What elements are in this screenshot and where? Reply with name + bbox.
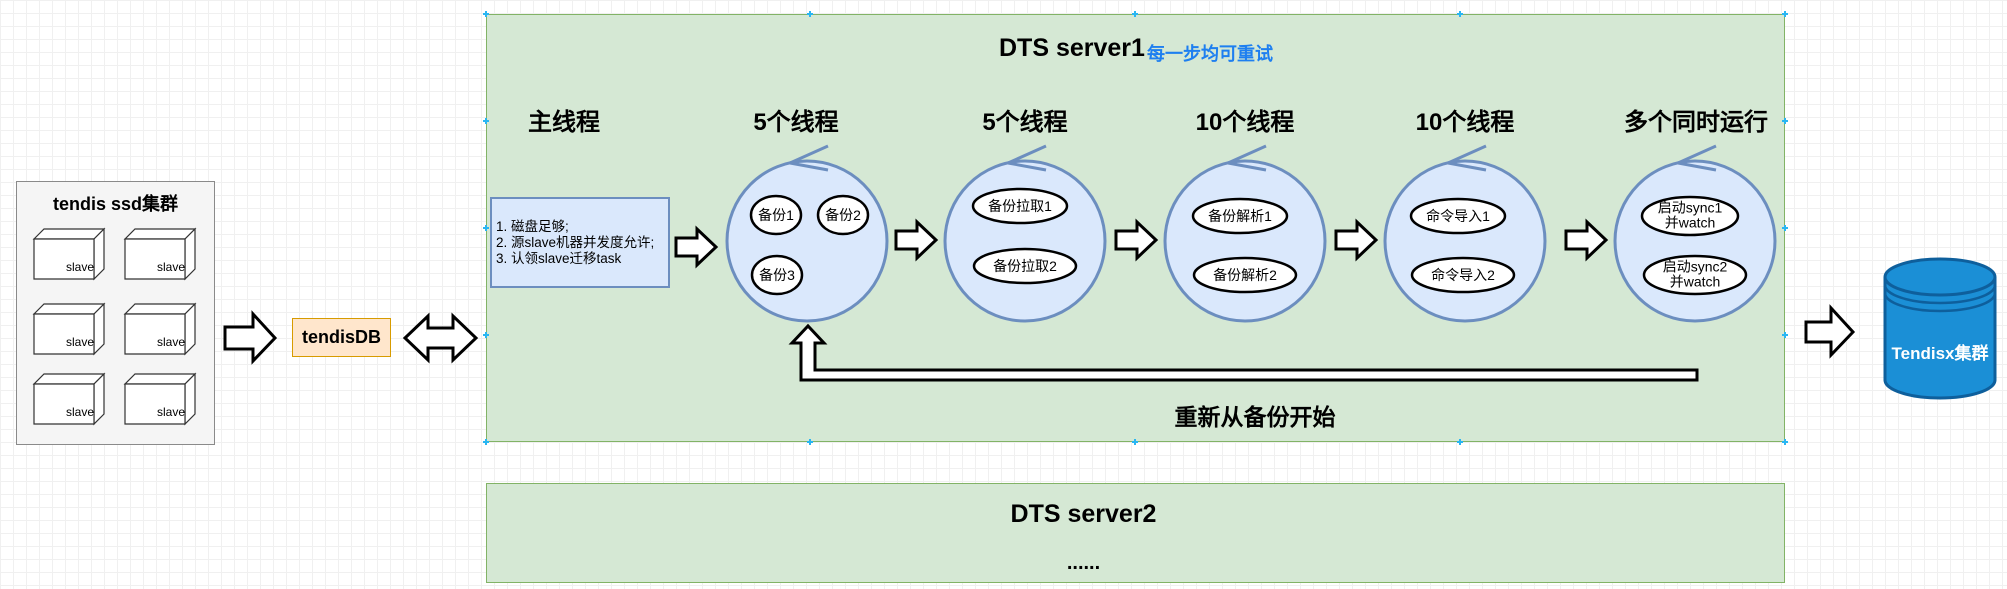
arrow-backup-to-pull [894, 218, 939, 262]
tendisdb-box: tendisDB [292, 318, 391, 357]
main-thread-step: 1. 磁盘足够; [496, 219, 569, 234]
svg-text:备份拉取1: 备份拉取1 [988, 198, 1052, 214]
selection-handle[interactable] [1782, 332, 1788, 338]
svg-text:备份2: 备份2 [825, 207, 861, 223]
main-thread-box: 1. 磁盘足够; 2. 源slave机器并发度允许; 3. 认领slave迁移t… [490, 197, 670, 288]
slave-label: slave [66, 335, 94, 349]
selection-handle[interactable] [483, 439, 489, 445]
selection-handle[interactable] [1132, 11, 1138, 17]
svg-text:命令导入1: 命令导入1 [1426, 208, 1490, 224]
restart-loop-arrow [800, 332, 1697, 371]
selection-handle[interactable] [483, 11, 489, 17]
selection-handle[interactable] [1782, 225, 1788, 231]
slave-node: slave [123, 227, 197, 281]
svg-text:备份解析1: 备份解析1 [1208, 208, 1272, 224]
task-pill: 备份3 [750, 254, 804, 296]
task-pill: 备份2 [816, 194, 870, 236]
task-pill: 备份解析2 [1192, 256, 1298, 294]
thread-pool-pull [943, 144, 1107, 323]
slave-node: slave [32, 227, 106, 281]
dts-server2-ellipsis: ...... [1066, 552, 1101, 574]
tendisx-label: Tendisx集群 [1892, 343, 1989, 363]
slave-label: slave [157, 405, 185, 419]
task-pill: 备份拉取1 [971, 187, 1069, 225]
slave-label: slave [66, 405, 94, 419]
svg-text:备份1: 备份1 [758, 207, 794, 223]
slave-label: slave [66, 260, 94, 274]
selection-handle[interactable] [1782, 11, 1788, 17]
slave-node: slave [32, 372, 106, 426]
arrow-import-to-sync [1564, 218, 1609, 262]
selection-handle[interactable] [1457, 439, 1463, 445]
column-heading-backup: 5个线程 [753, 109, 839, 136]
selection-handle[interactable] [1132, 439, 1138, 445]
arrow-ssd-to-tendisdb [223, 310, 278, 365]
task-pill: 备份1 [749, 194, 803, 236]
selection-handle[interactable] [1782, 439, 1788, 445]
selection-handle[interactable] [1457, 11, 1463, 17]
column-heading-main-thread: 主线程 [528, 109, 600, 136]
dts-server2-title: DTS server2 [1010, 500, 1157, 528]
slave-label: slave [157, 260, 185, 274]
task-pill-line: 并watch [1670, 274, 1721, 290]
selection-handle[interactable] [807, 11, 813, 17]
main-thread-step: 3. 认领slave迁移task [496, 251, 622, 266]
selection-handle[interactable] [483, 225, 489, 231]
arrow-parse-to-import [1334, 218, 1379, 262]
column-heading-pull: 5个线程 [982, 109, 1068, 136]
ssd-cluster-title: tendis ssd集群 [52, 194, 179, 214]
slave-node: slave [32, 302, 106, 356]
task-pill-line: 启动sync1 [1658, 200, 1723, 216]
task-pill: 备份解析1 [1191, 197, 1289, 235]
restart-label: 重新从备份开始 [1174, 404, 1336, 430]
column-heading-parse: 10个线程 [1195, 109, 1295, 136]
selection-handle[interactable] [483, 118, 489, 124]
main-thread-step: 2. 源slave机器并发度允许; [496, 235, 655, 250]
svg-text:备份拉取2: 备份拉取2 [993, 258, 1057, 274]
selection-handle[interactable] [807, 439, 813, 445]
svg-text:备份解析2: 备份解析2 [1213, 267, 1277, 283]
column-heading-sync: 多个同时运行 [1624, 109, 1768, 136]
selection-handle[interactable] [483, 332, 489, 338]
task-pill: 命令导入1 [1409, 197, 1507, 235]
column-heading-import: 10个线程 [1415, 109, 1515, 136]
tendisx-cluster-cylinder: Tendisx集群 [1883, 257, 1997, 400]
dts-server1-title: DTS server1 [999, 34, 1145, 62]
selection-handle[interactable] [1782, 118, 1788, 124]
arrow-server-to-tendisx [1804, 304, 1856, 359]
svg-text:备份3: 备份3 [759, 267, 795, 283]
task-pill: 备份拉取2 [972, 247, 1078, 285]
slave-node: slave [123, 372, 197, 426]
arrow-main-to-backup [674, 225, 719, 269]
slave-label: slave [157, 335, 185, 349]
arrow-pull-to-parse [1114, 218, 1159, 262]
slave-node: slave [123, 302, 197, 356]
task-pill: 命令导入2 [1410, 256, 1516, 294]
restart-loop-arrow [788, 323, 1699, 382]
retry-note: 每一步均可重试 [1147, 44, 1273, 64]
task-pill-line: 并watch [1665, 215, 1716, 231]
arrow-tendisdb-to-server [402, 312, 479, 364]
dts-server2-container [486, 483, 1785, 583]
svg-text:命令导入2: 命令导入2 [1431, 267, 1495, 283]
thread-pool-backup [725, 144, 889, 323]
task-pill-line: 启动sync2 [1663, 259, 1728, 275]
